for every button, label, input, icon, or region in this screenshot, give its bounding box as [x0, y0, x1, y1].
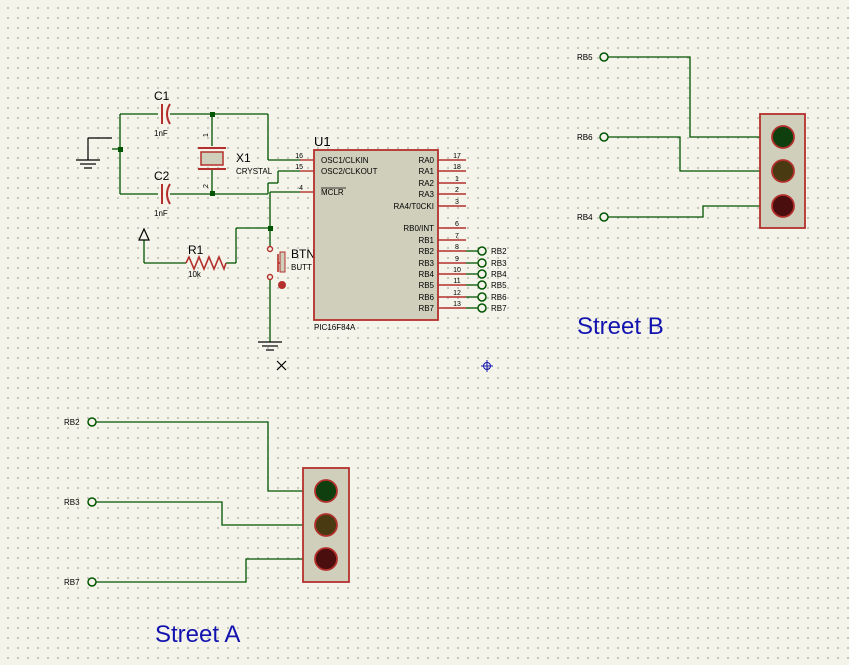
- x1-ref: X1: [236, 151, 251, 165]
- x1-value: CRYSTAL: [236, 167, 273, 176]
- u1-terminal-rb4[interactable]: [477, 269, 487, 279]
- u1-pin-number: 12: [453, 290, 461, 297]
- u1-pin-name: RA3: [418, 190, 434, 199]
- u1-pin-name: RB7: [418, 304, 434, 313]
- u1-terminal-rb6[interactable]: [477, 292, 487, 302]
- power-terminal-arrow[interactable]: [138, 227, 150, 241]
- u1-pin-number: 17: [453, 153, 461, 160]
- x1-pin1: 1: [203, 133, 210, 137]
- push-button-btn[interactable]: BTN BUTT: [266, 245, 316, 290]
- no-connect-marker[interactable]: [276, 360, 287, 371]
- u1-terminal-rb7[interactable]: [477, 303, 487, 313]
- btn-ref: BTN: [291, 247, 315, 261]
- r1-value: 10k: [188, 270, 202, 279]
- u1-pin-number: 1: [455, 176, 459, 183]
- u1-left-pins: 16 OSC1/CLKIN 15 OSC2/CLKOUT 4 MCLR: [295, 153, 377, 197]
- u1-pin-name: RA0: [418, 156, 434, 165]
- u1-pin-number: 10: [453, 267, 461, 274]
- terminal-label: RB7: [64, 578, 80, 587]
- traffic-light-b[interactable]: [759, 113, 806, 229]
- terminal-rb5[interactable]: [599, 52, 609, 62]
- u1-terminal-rb2[interactable]: [477, 246, 487, 256]
- u1-pin-number: 2: [455, 187, 459, 194]
- terminal-label: RB2: [64, 418, 80, 427]
- street-b-label: Street B: [577, 313, 664, 340]
- u1-ref: U1: [314, 134, 331, 149]
- ground-symbol-button[interactable]: [258, 341, 282, 351]
- terminal-label: RB6: [577, 133, 593, 142]
- u1-terminal-label: RB7: [491, 304, 507, 313]
- u1-terminal-rb3[interactable]: [477, 258, 487, 268]
- street-a-label: Street A: [155, 621, 240, 648]
- origin-marker[interactable]: [481, 360, 493, 372]
- capacitor-c2[interactable]: C2 1nF: [154, 169, 171, 218]
- u1-pin-name: RB4: [418, 270, 434, 279]
- c1-value: 1nF: [154, 129, 168, 138]
- terminal-rb7[interactable]: [87, 577, 97, 587]
- terminal-label: RB3: [64, 498, 80, 507]
- u1-pin-name: RB5: [418, 281, 434, 290]
- traffic-light-a[interactable]: [302, 467, 350, 583]
- u1-pin-number: 11: [453, 278, 460, 285]
- u1-pin-number: 4: [299, 185, 303, 192]
- terminal-rb6[interactable]: [599, 132, 609, 142]
- c2-value: 1nF: [154, 209, 168, 218]
- r1-ref: R1: [188, 243, 204, 257]
- x1-pin2: 2: [203, 184, 210, 188]
- terminal-rb2[interactable]: [87, 417, 97, 427]
- traffic-light-a-yellow-lamp[interactable]: [314, 513, 338, 537]
- c1-ref: C1: [154, 89, 170, 103]
- u1-pin-name: RA2: [418, 179, 434, 188]
- u1-terminal-label: RB6: [491, 293, 507, 302]
- traffic-light-b-yellow-lamp[interactable]: [771, 159, 795, 183]
- traffic-light-b-red-lamp[interactable]: [771, 194, 795, 218]
- u1-terminal-rb5[interactable]: [477, 280, 487, 290]
- u1-pin-number: 7: [455, 233, 459, 240]
- u1-pin-number: 3: [455, 199, 459, 206]
- u1-terminal-label: RB5: [491, 281, 507, 290]
- ground-symbol-left[interactable]: [76, 137, 112, 169]
- resistor-r1[interactable]: R1 10k: [185, 243, 227, 279]
- u1-pin-number: 9: [455, 256, 459, 263]
- u1-terminal-label: RB2: [491, 247, 507, 256]
- c2-ref: C2: [154, 169, 170, 183]
- u1-pin-name: RA1: [418, 167, 434, 176]
- u1-pin-name: OSC1/CLKIN: [321, 156, 369, 165]
- u1-terminal-label: RB4: [491, 270, 507, 279]
- u1-pin-number: 15: [295, 164, 303, 171]
- u1-pin-name: RB0/INT: [403, 224, 434, 233]
- capacitor-c1[interactable]: C1 1nF: [154, 89, 171, 138]
- u1-pin-number: 16: [295, 153, 303, 160]
- u1-pin-number: 18: [453, 164, 461, 171]
- terminal-rb4[interactable]: [599, 212, 609, 222]
- junction-dots: [118, 112, 273, 231]
- terminal-label: RB5: [577, 53, 593, 62]
- u1-pin-name: RA4/T0CKI: [394, 202, 434, 211]
- u1-pin-name: MCLR: [321, 188, 344, 197]
- u1-pin-name: RB1: [418, 236, 434, 245]
- u1-pin-number: 6: [455, 221, 459, 228]
- u1-pin-name: RB2: [418, 247, 434, 256]
- terminal-rb3[interactable]: [87, 497, 97, 507]
- u1-pin-name: OSC2/CLKOUT: [321, 167, 378, 176]
- u1-right-pins: 17 RA0 18 RA1 1 RA2 2 RA3 3 RA4/T0CKI 6 RB0/INT 7 RB1…: [394, 153, 466, 313]
- traffic-light-b-green-lamp[interactable]: [771, 125, 795, 149]
- u1-pin-name: RB3: [418, 259, 434, 268]
- u1-pin-number: 13: [453, 301, 461, 308]
- traffic-light-a-green-lamp[interactable]: [314, 479, 338, 503]
- u1-terminal-label: RB3: [491, 259, 507, 268]
- u1-pin-name: RB6: [418, 293, 434, 302]
- btn-value: BUTT: [291, 263, 312, 272]
- u1-part: PIC16F84A: [314, 323, 356, 332]
- traffic-light-a-red-lamp[interactable]: [314, 547, 338, 571]
- u1-pin-number: 8: [455, 244, 459, 251]
- terminal-label: RB4: [577, 213, 593, 222]
- crystal-x1[interactable]: 1 2 X1 CRYSTAL: [198, 128, 273, 188]
